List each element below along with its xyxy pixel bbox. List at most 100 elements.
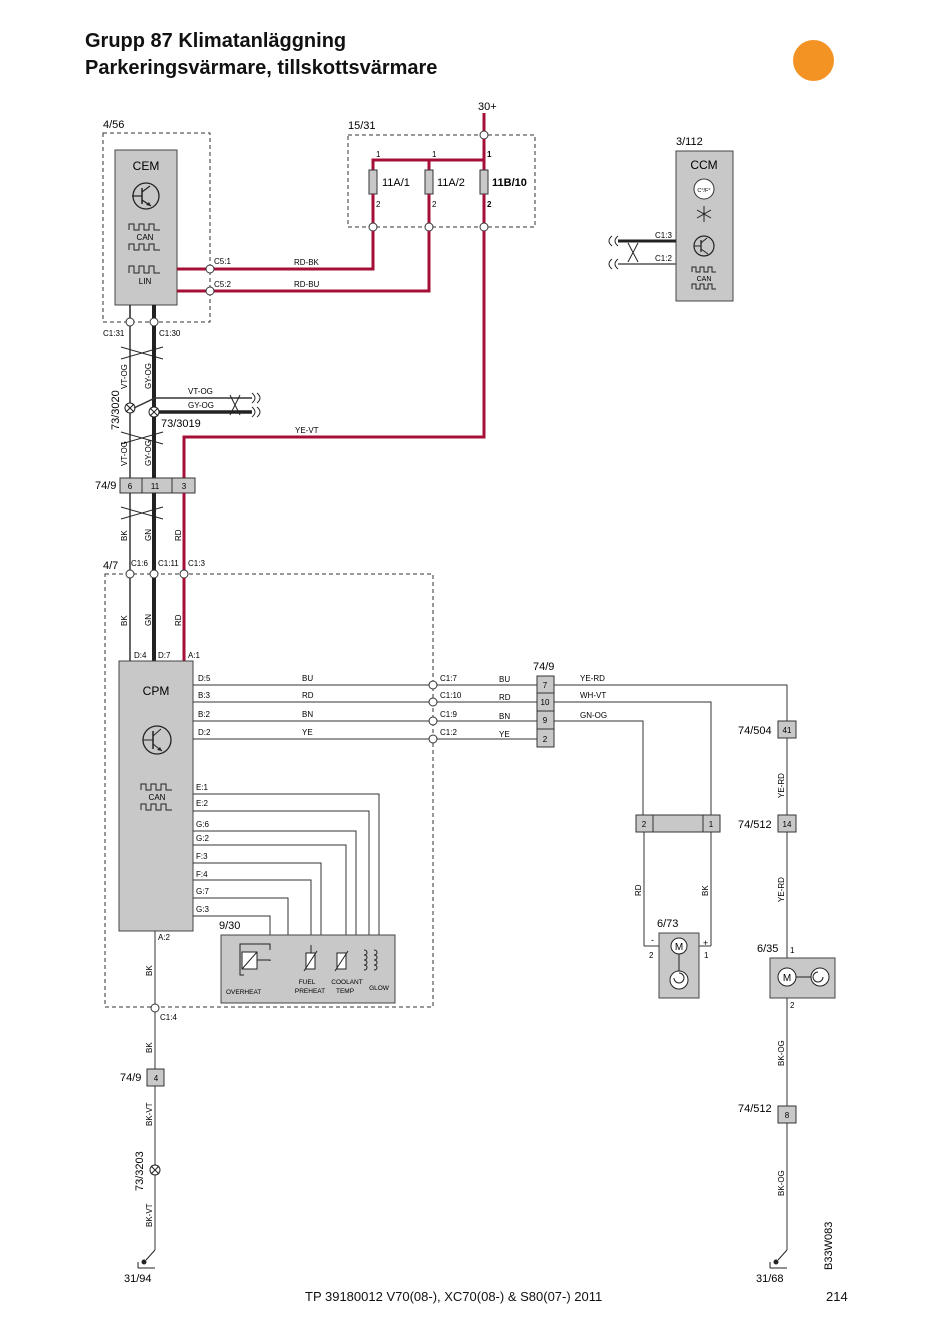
out-wire-bn: BN [499, 712, 510, 721]
lower-label-gy-og: GY-OG [144, 440, 153, 466]
pump-635-pin-1: 1 [790, 946, 795, 955]
conn-74512b-pin: 8 [785, 1111, 790, 1120]
fuse-11a2-label: 11A/2 [437, 177, 465, 189]
sensor-pin-g7: G:7 [196, 887, 209, 896]
drawing-id: B33W083 [823, 1222, 835, 1270]
cem-pin-c131: C1:31 [103, 329, 125, 338]
out-wire-rd: RD [499, 693, 511, 702]
cpm-wire-ye: YE [302, 728, 313, 737]
cem-module [114, 149, 178, 306]
wire-yerd-1-label: YE-RD [777, 773, 786, 798]
fuse-11a2-body [424, 169, 434, 195]
fuse-11a2-pin-out: 2 [432, 200, 437, 209]
cpm-pin-d5: D:5 [198, 674, 211, 683]
ground-31-68-label: 31/68 [756, 1273, 784, 1285]
pump-673-minus: - [651, 935, 654, 945]
branch-label-gy-og: GY-OG [188, 401, 214, 410]
wire-gn-og-right-label: GN-OG [580, 711, 607, 720]
cem-ref: 4/56 [103, 119, 124, 131]
wire-gn-og-right [554, 720, 644, 815]
fuse-conn-3 [479, 222, 489, 232]
status-dot [793, 40, 834, 81]
coolant-temp-label-2: TEMP [336, 988, 354, 995]
conn-74504-ref: 74/504 [738, 725, 772, 737]
wire-vt-og-label: VT-OG [120, 364, 129, 389]
ccm-can-label: CAN [697, 276, 712, 283]
wire-ye-vt-label: YE-VT [295, 426, 319, 435]
supply-label: 30+ [478, 101, 497, 113]
cpm-box-ref: 4/7 [103, 560, 118, 572]
conn-74512a-pin: 14 [783, 820, 792, 829]
sensor-unit-ref: 9/30 [219, 920, 240, 932]
cpm-inlet-c13-label: C1:3 [188, 559, 205, 568]
ccm-module [675, 150, 734, 302]
cpm-module [118, 660, 194, 932]
cem-lin-icon [128, 265, 160, 274]
cpm-inlet-c16 [125, 569, 135, 579]
wire-bkvt-1-label: BK-VT [145, 1102, 154, 1126]
cpm-pin-d4: D:4 [134, 651, 147, 660]
fuse-conn-1 [368, 222, 378, 232]
wire-rd-bu-label: RD-BU [294, 280, 320, 289]
page-number: 214 [826, 1289, 848, 1304]
out-wire-ye: YE [499, 730, 510, 739]
footer-document: TP 39180012 V70(08-), XC70(08-) & S80(07… [305, 1289, 603, 1304]
fusebox-dashed-box [347, 134, 536, 228]
cpm-can-label: CAN [149, 793, 166, 802]
cpm-sensor-pin-labels: E:1 E:2 G:6 G:2 F:3 F:4 G:7 G:3 [196, 783, 209, 914]
fuel-preheat-label-2: PREHEAT [295, 988, 325, 995]
wire-wh-vt-right [554, 701, 712, 815]
wire-ye-vt [182, 231, 486, 478]
cem-lin-label: LIN [139, 277, 152, 286]
conn-749-right-ref: 74/9 [533, 661, 554, 673]
ccm-transistor-icon [693, 235, 715, 257]
pump-635-pin-2: 2 [790, 1001, 795, 1010]
cpm-wire-rd: RD [302, 691, 314, 700]
title-line-2: Parkeringsvärmare, tillskottsvärmare [85, 57, 438, 79]
cpm-pin-b2: B:2 [198, 710, 211, 719]
coolant-temp-sensor-icon [334, 950, 349, 972]
conn-749-ground-ref: 74/9 [120, 1072, 141, 1084]
glow-plug-coil-icon [363, 949, 378, 971]
cpm-can-icon [140, 783, 172, 811]
pump-635-motor-label: M [783, 973, 791, 984]
fuse-11a2-pin-in: 1 [432, 150, 437, 159]
sensor-pin-g6: G:6 [196, 820, 209, 829]
conn-749-ground-pin: 4 [154, 1074, 159, 1083]
ccm-pin-c13: C1:3 [655, 231, 672, 240]
cpm-pin-a1: A:1 [188, 651, 201, 660]
conn-74504-pin: 41 [783, 726, 792, 735]
ccm-pin-c12: C1:2 [655, 254, 672, 263]
pump-673-motor-label: M [675, 942, 683, 953]
cem-pin-c52: C5:2 [214, 280, 231, 289]
pump-673-ref: 6/73 [657, 918, 678, 930]
sensor-pin-e1: E:1 [196, 783, 209, 792]
title-line-1: Grupp 87 Klimatanläggning [85, 30, 347, 52]
wire-bk-mid-label: BK [120, 530, 129, 541]
cpm-wire-bn: BN [302, 710, 313, 719]
conn-pump-body [635, 814, 721, 833]
ccm-name: CCM [690, 158, 717, 172]
supply-connector [479, 130, 489, 140]
ground-31-94-label: 31/94 [124, 1273, 152, 1285]
ccm-can-icon [691, 266, 716, 290]
wire-wh-vt-right-label: WH-VT [580, 691, 606, 700]
fuel-preheat-sensor-icon [303, 945, 318, 972]
conn-74512b-ref: 74/512 [738, 1103, 772, 1115]
cem-transistor-icon [132, 182, 160, 210]
fuse-11a1-body [368, 169, 378, 195]
wire-rd-inner-label: RD [174, 614, 183, 626]
cem-conn-c130 [149, 317, 159, 327]
sensor-pin-f3: F:3 [196, 852, 208, 861]
conn-749r-pin-9: 9 [543, 716, 548, 725]
twist-marker-lower [120, 431, 164, 445]
ccm-temp-unit: C°/F° [697, 188, 710, 194]
fusebox-ref: 15/31 [348, 120, 376, 132]
fuse-11b10-label: 11B/10 [492, 177, 527, 189]
branch-label-vt-og: VT-OG [188, 387, 213, 396]
page-title: Grupp 87 Klimatanläggning Parkeringsvärm… [85, 28, 437, 82]
cpm-box-pin-c14: C1:4 [160, 1013, 177, 1022]
overheat-switch-icon [239, 943, 271, 976]
wire-bkog-2-label: BK-OG [777, 1170, 786, 1196]
pump-wire-rd-label: RD [634, 884, 643, 896]
